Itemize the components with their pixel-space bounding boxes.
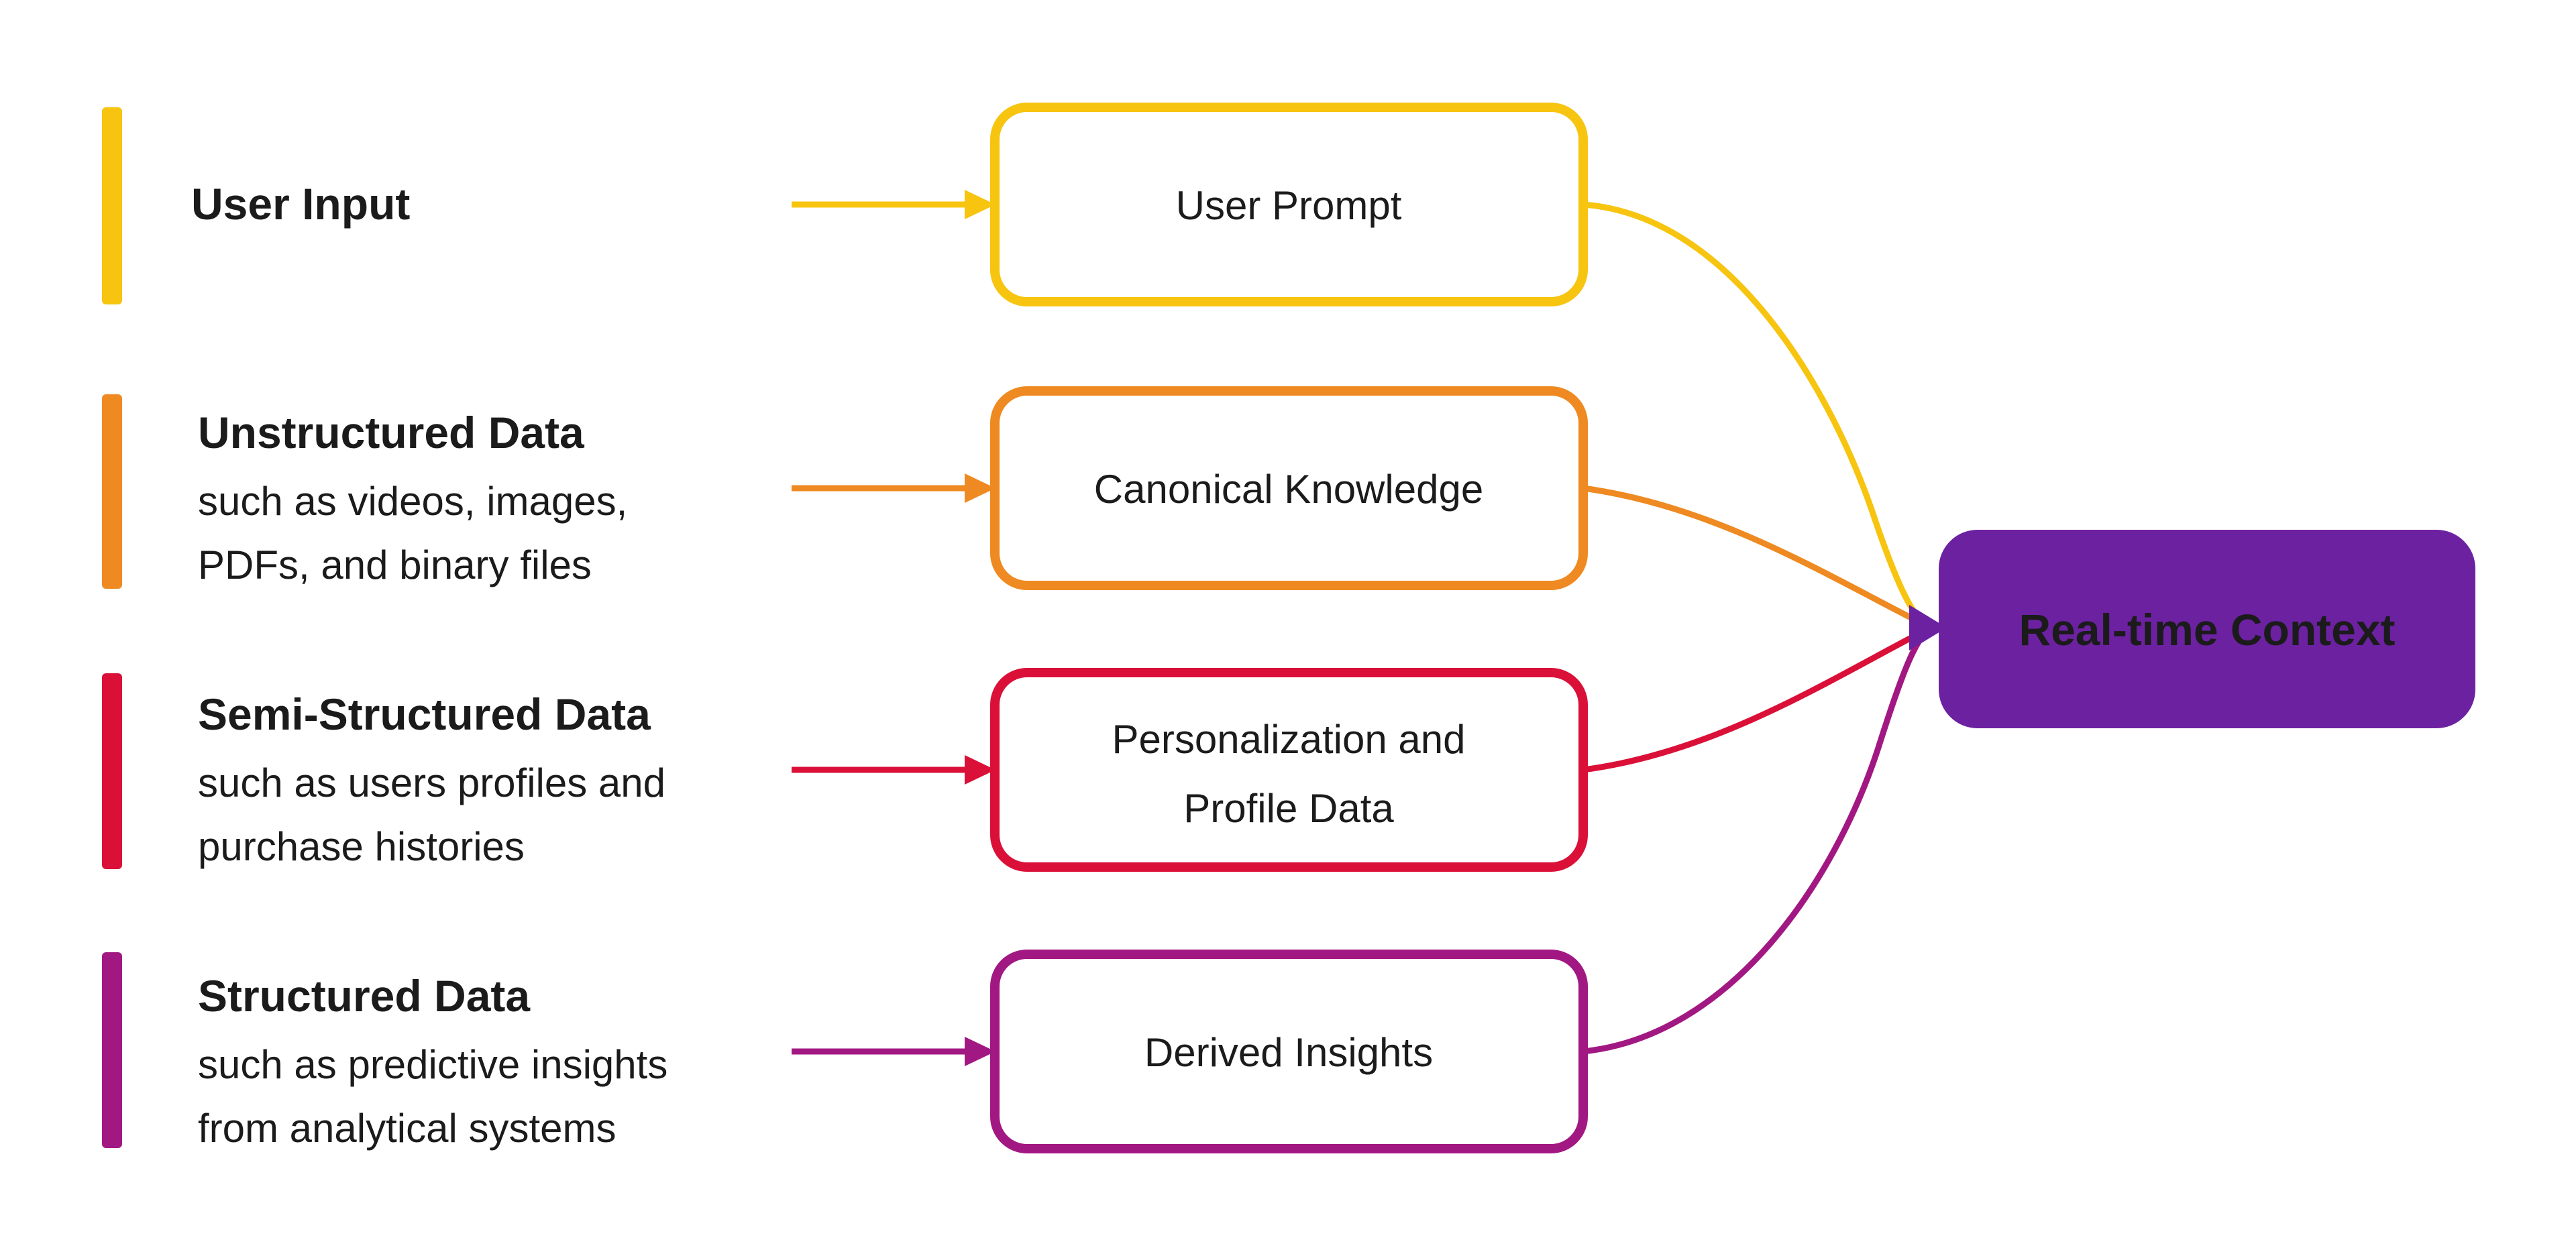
node-label-personalization-line2: Profile Data bbox=[1183, 786, 1394, 831]
source-desc-semi-structured-data-line1: such as users profiles and bbox=[198, 760, 665, 805]
arrow-right-icon bbox=[965, 755, 996, 785]
source-bar-user-input bbox=[102, 107, 122, 304]
source-bar-semi-structured-data bbox=[102, 673, 122, 869]
arrow-right-icon bbox=[965, 190, 996, 219]
source-label-user-input: User Input bbox=[191, 179, 410, 229]
target-label-real-time-context: Real-time Context bbox=[2019, 605, 2395, 654]
source-desc-structured-data-line1: such as predictive insights bbox=[198, 1042, 667, 1087]
arrow-right-icon bbox=[965, 473, 996, 503]
edge-user-prompt-to-context bbox=[1580, 201, 1930, 630]
node-box-personalization-profile-data bbox=[990, 668, 1588, 872]
node-label-user-prompt: User Prompt bbox=[1176, 183, 1402, 228]
source-label-unstructured-data: Unstructured Data bbox=[198, 408, 585, 457]
edge-personalization-to-context bbox=[1580, 627, 1929, 773]
convergence-arrowhead-icon bbox=[1909, 605, 1947, 650]
source-desc-semi-structured-data-line2: purchase histories bbox=[198, 824, 525, 869]
arrow-right-icon bbox=[965, 1037, 996, 1066]
source-label-structured-data: Structured Data bbox=[198, 971, 531, 1021]
source-label-semi-structured-data: Semi-Structured Data bbox=[198, 689, 651, 739]
source-desc-structured-data-line2: from analytical systems bbox=[198, 1106, 616, 1151]
node-label-personalization-line1: Personalization and bbox=[1112, 717, 1465, 762]
edge-canonical-knowledge-to-context bbox=[1580, 485, 1929, 628]
source-bar-structured-data bbox=[102, 952, 122, 1148]
source-bar-unstructured-data bbox=[102, 394, 122, 589]
source-desc-unstructured-data-line1: such as videos, images, bbox=[198, 479, 627, 524]
source-desc-unstructured-data-line2: PDFs, and binary files bbox=[198, 543, 592, 587]
node-label-canonical-knowledge: Canonical Knowledge bbox=[1094, 467, 1483, 512]
edge-derived-insights-to-context bbox=[1580, 627, 1931, 1055]
node-label-derived-insights: Derived Insights bbox=[1144, 1030, 1433, 1075]
target-box-real-time-context bbox=[1939, 530, 2475, 728]
